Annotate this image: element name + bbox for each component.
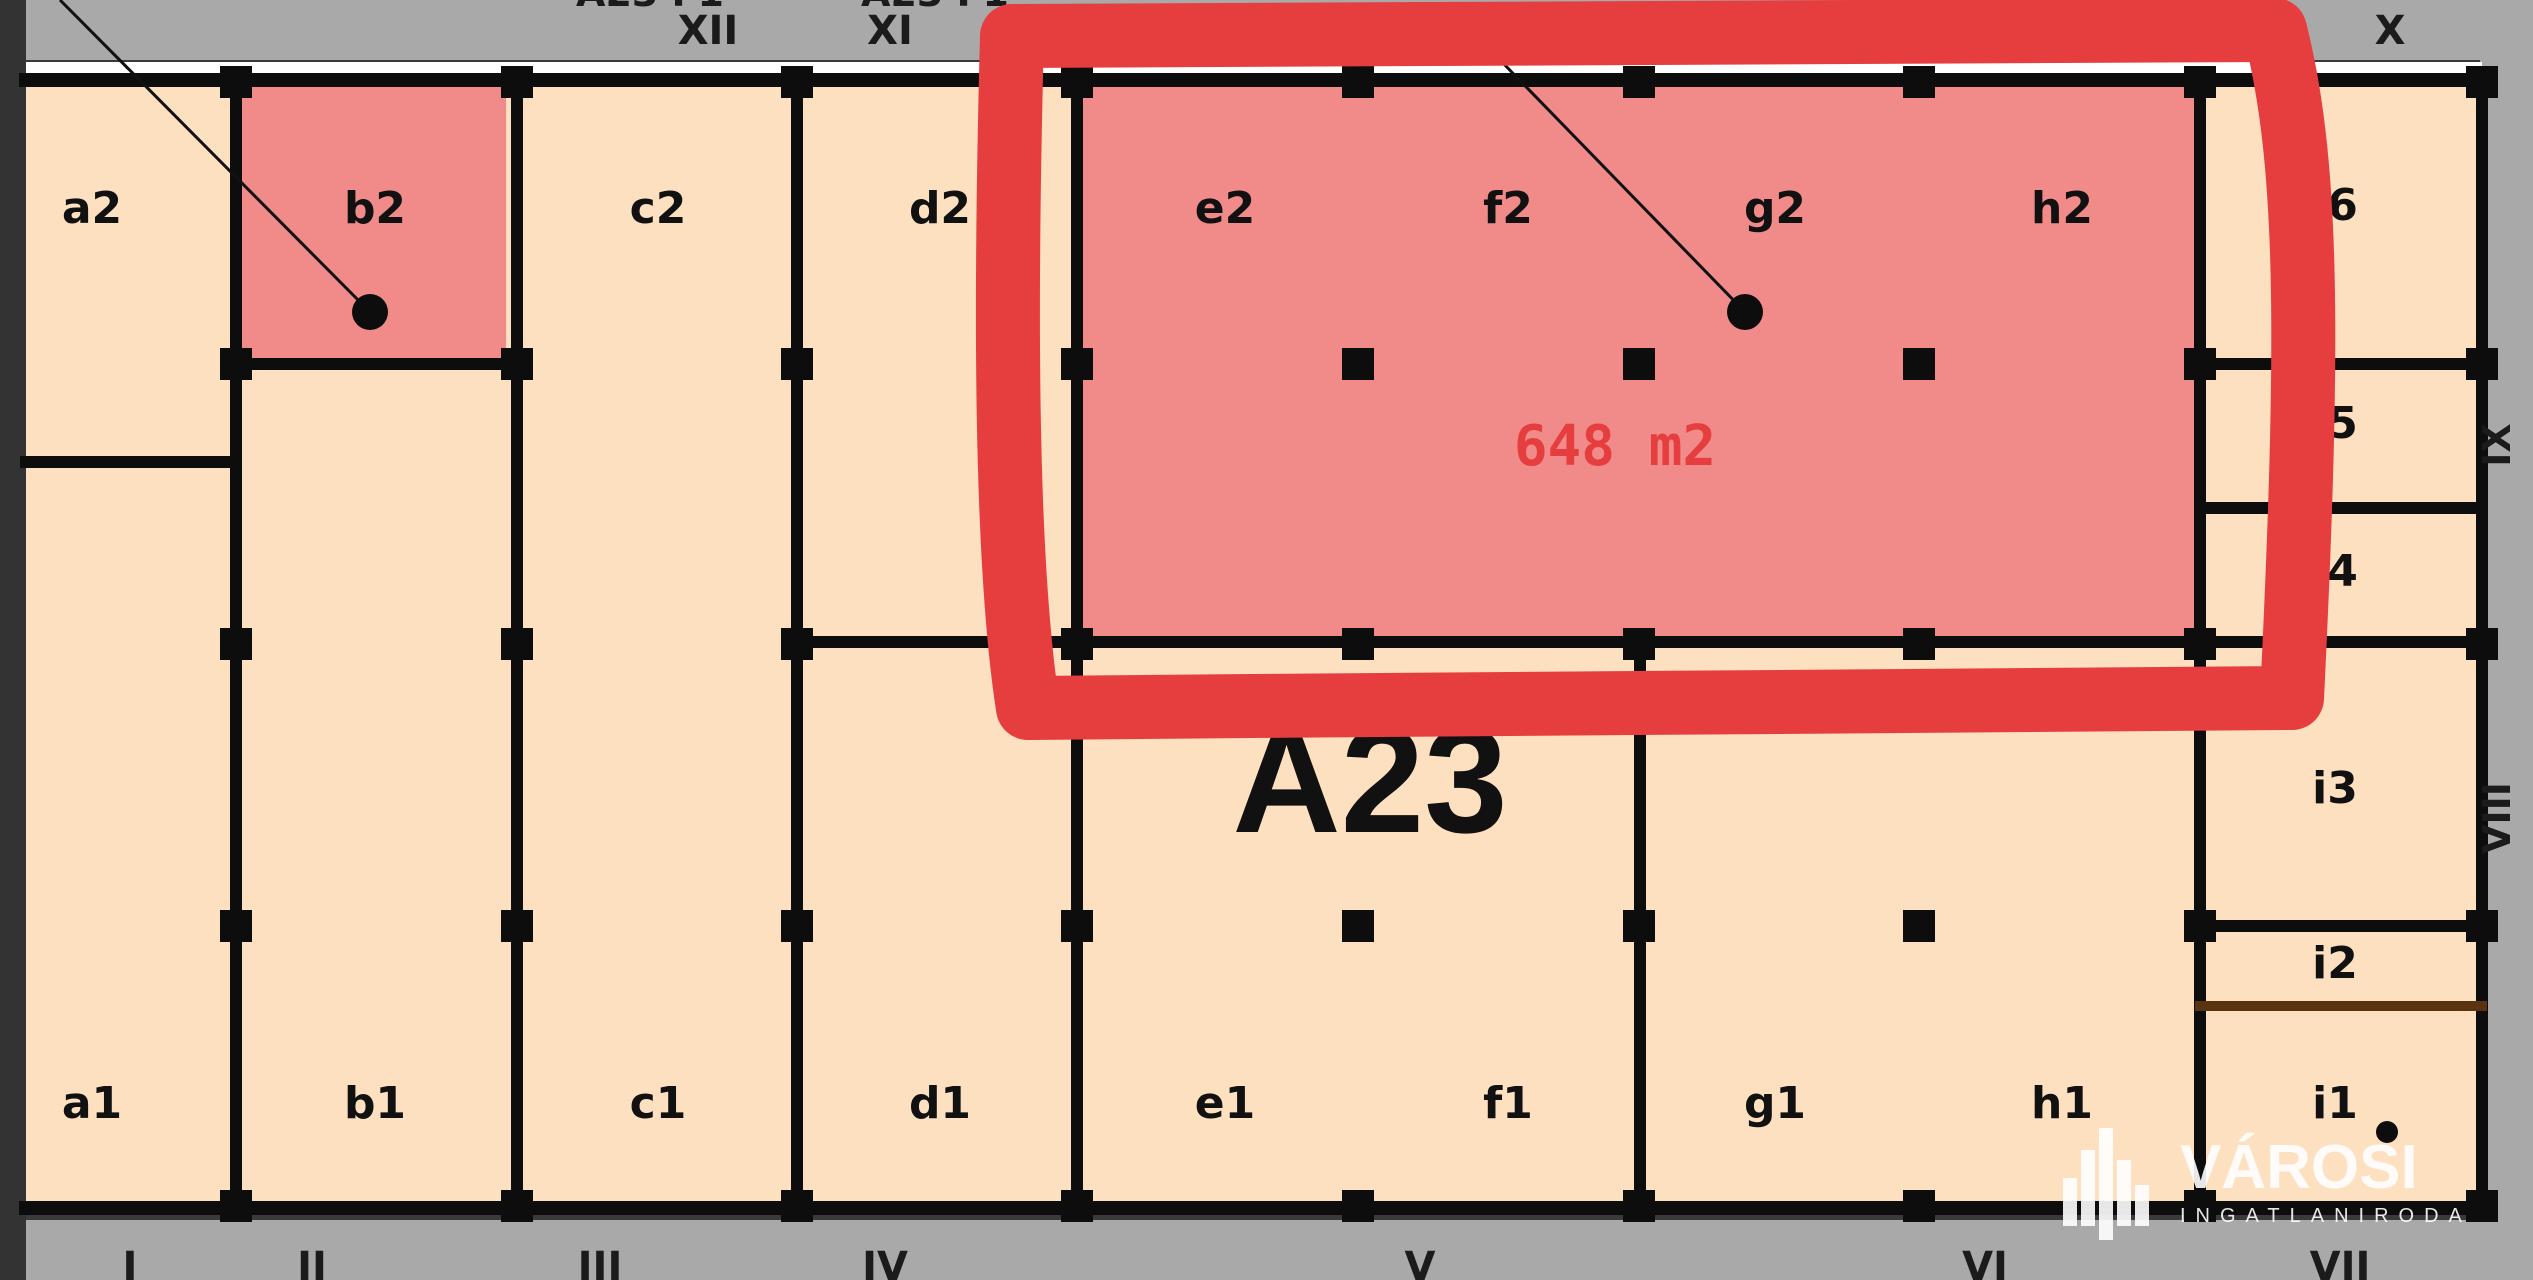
- unit-label-d2: d2: [909, 183, 971, 234]
- unit-label-c1: c1: [630, 1078, 687, 1129]
- unit-label-h2: h2: [2031, 183, 2093, 234]
- axis-label-bottom: VI: [1962, 1244, 2008, 1280]
- axis-label-top: XI: [867, 8, 913, 54]
- unit-label-c2: c2: [630, 183, 687, 234]
- axis-labels: A23 F1 A23 F1 XII XI X IX VIII I II III …: [123, 0, 2519, 1280]
- axis-label-bottom: II: [297, 1244, 327, 1280]
- unit-label-g2: g2: [1744, 183, 1806, 234]
- unit-label-e2: e2: [1195, 183, 1255, 234]
- axis-label-bottom: V: [1405, 1244, 1436, 1280]
- left-dark-edge: [0, 0, 26, 1280]
- unit-label-b2: b2: [344, 183, 406, 234]
- leader-lines: [58, 0, 2398, 1143]
- axis-label-top: XII: [678, 8, 739, 54]
- unit-label-b1: b1: [344, 1078, 406, 1129]
- unit-label-i2: i2: [2312, 938, 2358, 989]
- bottom-gray-band: [26, 1220, 2533, 1280]
- unit-label-e1: e1: [1195, 1078, 1255, 1129]
- watermark-brand: VÁROSI: [2180, 1133, 2418, 1202]
- unit-label-i1: i1: [2312, 1078, 2358, 1129]
- axis-label-bottom: VII: [2310, 1244, 2371, 1280]
- unit-label-f2: f2: [1483, 183, 1533, 234]
- area-label: 648 m2: [1514, 414, 1716, 479]
- unit-label-f1: f1: [1483, 1078, 1533, 1129]
- axis-label-bottom: IV: [862, 1244, 908, 1280]
- watermark-tagline: INGATLANIRODA: [2180, 1205, 2472, 1227]
- marker-dot-b2: [352, 294, 388, 330]
- watermark: VÁROSI INGATLANIRODA: [2063, 1128, 2472, 1240]
- top-partial-label: A23 F1: [861, 0, 1009, 15]
- top-partial-label: A23 F1: [576, 0, 724, 15]
- columns: [220, 66, 2498, 1222]
- unit-label-h1: h1: [2031, 1078, 2093, 1129]
- watermark-logo-icon: [2063, 1128, 2149, 1240]
- unit-label-a2: a2: [62, 183, 122, 234]
- axis-label-top: X: [2375, 8, 2406, 54]
- marker-dot-i1: [2376, 1121, 2398, 1143]
- axis-label-right: IX: [2475, 423, 2519, 466]
- unit-labels: a2 b2 c2 d2 e2 f2 g2 h2 i6 i5 i4 i3 i2 a…: [62, 180, 2358, 1129]
- red-marker-outline: [975, 0, 2336, 740]
- unit-label-i3: i3: [2312, 763, 2358, 814]
- axis-label-bottom: I: [123, 1244, 138, 1280]
- axis-label-right: VIII: [2475, 782, 2519, 854]
- unit-label-d1: d1: [909, 1078, 971, 1129]
- unit-label-a1: a1: [62, 1078, 122, 1129]
- axis-label-bottom: III: [578, 1244, 623, 1280]
- marker-dot-g2: [1727, 294, 1763, 330]
- unit-label-g1: g1: [1744, 1078, 1806, 1129]
